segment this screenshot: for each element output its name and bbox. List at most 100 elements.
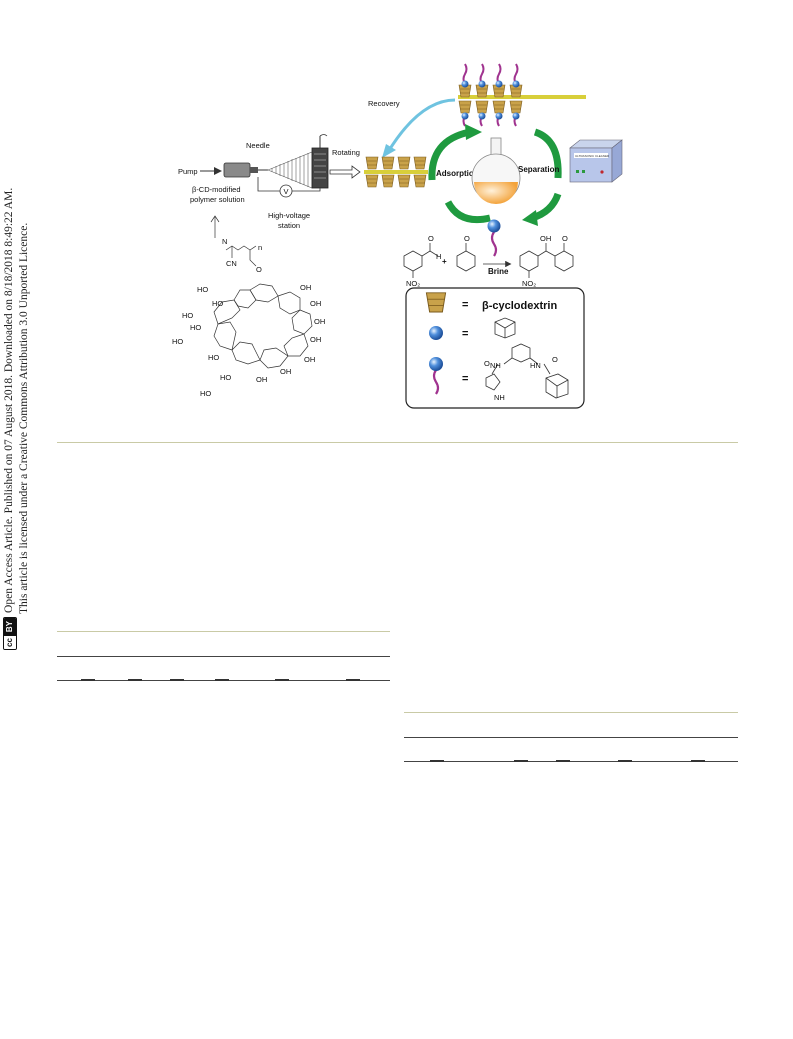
high-voltage-label-2: station: [278, 221, 300, 230]
no2-product: NO₂: [522, 279, 536, 288]
svg-text:OH: OH: [256, 375, 267, 384]
adsorption-arrow-bottom: [444, 200, 491, 224]
svg-text:OH: OH: [300, 283, 311, 292]
adamantane-structure: [494, 317, 516, 339]
solution-label-2: polymer solution: [190, 195, 245, 204]
pump-label: Pump: [178, 167, 198, 176]
by-logo-text: BY: [3, 617, 16, 636]
table-right-tick: [618, 760, 632, 762]
brine-label: Brine: [488, 267, 509, 276]
beta-cd-structure: [213, 283, 313, 369]
product-oh: OH: [540, 234, 551, 243]
catalyst-structure: [485, 343, 569, 399]
svg-text:HO: HO: [212, 299, 223, 308]
circuit-wires: [257, 177, 321, 192]
scheme-figure: Recovery Needle Pump: [160, 60, 630, 410]
cyclodextrin-legend-icon: [425, 292, 447, 313]
product-o: O: [562, 234, 568, 243]
ultrasonic-cleaner-icon: ULTRASONIC CLEANER: [569, 139, 623, 183]
table-right-tick: [691, 760, 705, 762]
cc-logo-text: cc: [3, 635, 16, 649]
separation-arrow-top: [533, 128, 562, 179]
voltage-meter-icon: [279, 184, 293, 198]
scheme-figure-svg: Recovery Needle Pump: [172, 63, 623, 409]
voltage-symbol: V: [284, 187, 289, 196]
recovery-arrow: [386, 98, 456, 153]
table-left-tick: [170, 679, 184, 681]
no2-reactant: NO₂: [406, 279, 420, 288]
separation-label: Separation: [518, 165, 559, 174]
table-left-tick: [128, 679, 142, 681]
table-left-tick: [215, 679, 229, 681]
solution-label-1: β-CD-modified: [192, 185, 241, 194]
svg-text:HO: HO: [172, 337, 183, 346]
collector-drum-icon: [311, 134, 329, 189]
polymer-cn: CN: [226, 259, 237, 268]
legend-hn-right: HN: [530, 361, 541, 370]
table-left-tick: [81, 679, 95, 681]
svg-text:HO: HO: [190, 323, 201, 332]
figure-caption-separator: [57, 442, 738, 443]
svg-text:HO: HO: [220, 373, 231, 382]
open-access-line: Open Access Article. Published on 07 Aug…: [3, 187, 15, 613]
legend-cyclodextrin: β-cyclodextrin: [482, 300, 557, 312]
spray-cone: [267, 151, 313, 189]
table-right-tick: [430, 760, 444, 762]
to-fiber-arrow: [329, 165, 361, 179]
fiber-rail: [364, 156, 428, 188]
polymer-o: O: [256, 265, 262, 274]
table-left-top-rule: [57, 631, 390, 632]
table-left-header-rule: [57, 656, 390, 657]
table-right-tick: [514, 760, 528, 762]
table-right-top-rule: [404, 712, 738, 713]
catalyst-icon: [487, 219, 501, 257]
aldehyde-o: O: [428, 234, 434, 243]
svg-text:HO: HO: [200, 389, 211, 398]
recovery-label: Recovery: [368, 99, 400, 108]
aldehyde-h: H: [436, 252, 441, 261]
legend-nh-left: NH: [490, 361, 501, 370]
catalyst-legend-icon: [429, 357, 443, 395]
table-left-tick: [346, 679, 360, 681]
table-right-body-rule: [404, 761, 738, 762]
ketone-o: O: [464, 234, 470, 243]
svg-text:OH: OH: [280, 367, 291, 376]
svg-text:HO: HO: [182, 311, 193, 320]
legend-box: [405, 287, 585, 409]
svg-text:OH: OH: [310, 335, 321, 344]
table-right-tick: [556, 760, 570, 762]
reaction-scheme: [403, 243, 574, 278]
needle-label: Needle: [246, 141, 270, 150]
adsorption-label: Adsorption: [436, 169, 479, 178]
cc-by-license-badge[interactable]: cc BY: [2, 616, 17, 650]
rotating-label: Rotating: [332, 148, 360, 157]
legend-eq-1: =: [462, 299, 468, 311]
beta-cd-hydroxyls: HO HO HO HO HO HO HO OH OH OH OH OH OH O…: [172, 283, 325, 398]
loaded-fiber-rail: [458, 63, 586, 127]
legend-eq-2: =: [462, 328, 468, 340]
polymer-n-label: N: [222, 237, 227, 246]
spray-fibers: [271, 153, 309, 187]
legend-eq-3: =: [462, 373, 468, 385]
ultrasonic-cleaner-text: ULTRASONIC CLEANER: [575, 154, 610, 158]
legend-o-left: O: [484, 359, 490, 368]
svg-text:OH: OH: [304, 355, 315, 364]
svg-text:OH: OH: [314, 317, 325, 326]
margin-notice: cc BY Open Access Article. Published on …: [2, 0, 38, 650]
svg-text:HO: HO: [197, 285, 208, 294]
flask-icon: [471, 137, 521, 204]
plus-sign: +: [442, 257, 447, 266]
table-right-header-rule: [404, 737, 738, 738]
licence-line[interactable]: This article is licensed under a Creativ…: [18, 222, 30, 614]
legend-nh-ring: NH: [494, 393, 505, 402]
polymer-n-subscript: n: [258, 243, 262, 252]
legend-o-right: O: [552, 355, 558, 364]
recovery-arrow-head: [382, 144, 396, 158]
svg-text:HO: HO: [208, 353, 219, 362]
polymer-backbone: [210, 215, 257, 267]
syringe-icon: [223, 162, 268, 178]
svg-text:OH: OH: [310, 299, 321, 308]
adsorption-arrow-top: [428, 128, 471, 181]
high-voltage-label-1: High-voltage: [268, 211, 310, 220]
table-left-tick: [275, 679, 289, 681]
